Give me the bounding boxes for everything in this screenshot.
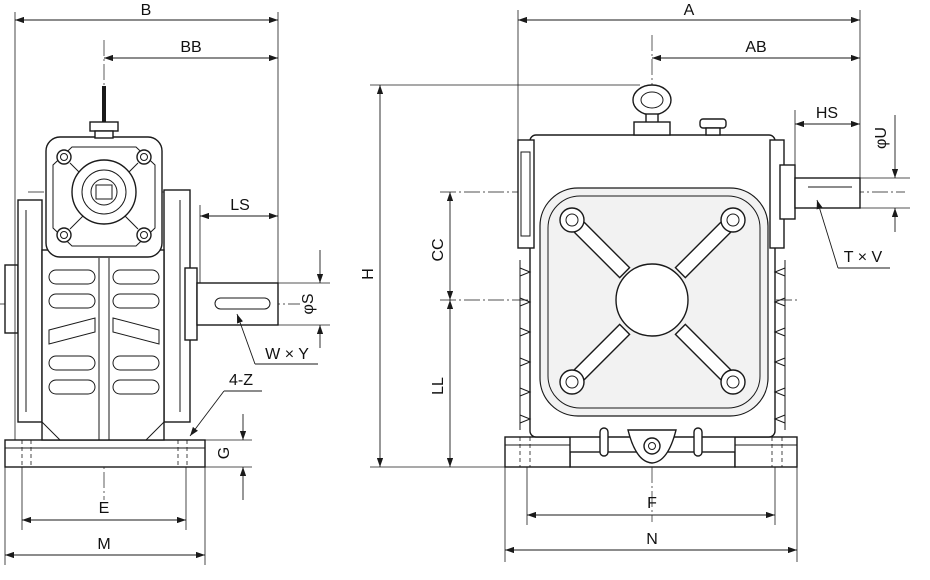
side-output-shaft bbox=[184, 267, 279, 341]
front-slot-right bbox=[693, 427, 703, 457]
front-shaft-boss bbox=[779, 164, 796, 220]
dim-AB-label: AB bbox=[745, 39, 766, 56]
dim-G-label: G bbox=[216, 447, 233, 459]
front-housing bbox=[517, 134, 796, 464]
shaft-keyway bbox=[214, 297, 271, 310]
front-view: A AB HS φU T × V H CC LL F N bbox=[360, 2, 910, 562]
side-bolt-holes bbox=[56, 149, 152, 243]
dim-N-label: N bbox=[646, 531, 658, 548]
side-left-flange bbox=[17, 199, 43, 423]
side-view: B BB LS φS W × Y 4-Z G E M bbox=[0, 2, 330, 565]
side-eye-bolt bbox=[89, 86, 119, 139]
front-worm-cap-left bbox=[517, 139, 535, 249]
front-dimensions: A AB HS φU T × V H CC LL F N bbox=[360, 2, 899, 554]
side-housing-body bbox=[4, 189, 191, 441]
dim-WxY-label: W × Y bbox=[265, 346, 309, 363]
side-boss bbox=[71, 159, 137, 225]
dim-F-label: F bbox=[647, 495, 657, 512]
dim-A-label: A bbox=[684, 2, 695, 19]
side-end-cover bbox=[4, 264, 19, 334]
side-finned-body bbox=[41, 249, 165, 441]
dim-LL-label: LL bbox=[430, 377, 447, 395]
front-extension-lines bbox=[370, 10, 910, 562]
front-base-pad-right bbox=[734, 436, 798, 468]
dim-M-label: M bbox=[97, 536, 110, 553]
dim-phiU-label: φU bbox=[873, 127, 890, 149]
dim-CC-label: CC bbox=[430, 238, 447, 261]
front-center-bore bbox=[615, 263, 689, 337]
front-side-fins bbox=[519, 260, 786, 430]
front-input-shaft bbox=[794, 177, 861, 209]
dim-phiS-label: φS bbox=[300, 293, 317, 314]
front-cover-ribs bbox=[573, 221, 732, 381]
dim-B-label: B bbox=[141, 2, 152, 19]
dim-HS-label: HS bbox=[816, 105, 838, 122]
dim-TxV-leader bbox=[816, 199, 839, 269]
dim-TxV-label: T × V bbox=[844, 249, 883, 266]
dim-WxY-leader bbox=[236, 313, 256, 365]
dim-H-label: H bbox=[360, 268, 377, 280]
dim-4Z-leader bbox=[189, 390, 225, 437]
front-cover-bolts bbox=[559, 207, 746, 395]
front-base-pad-left bbox=[504, 436, 571, 468]
dim-4Z-label: 4-Z bbox=[229, 372, 253, 389]
front-slot-left bbox=[599, 427, 609, 457]
side-top-housing bbox=[45, 136, 163, 258]
front-vent-plug bbox=[699, 118, 727, 136]
dim-LS-label: LS bbox=[230, 197, 250, 214]
side-base-plate bbox=[4, 439, 206, 468]
side-extension-lines bbox=[4, 12, 330, 565]
side-dimensions: B BB LS φS W × Y 4-Z G E M bbox=[5, 2, 324, 559]
front-eye-bolt bbox=[632, 84, 672, 136]
dim-BB-label: BB bbox=[180, 39, 201, 56]
cooling-fins bbox=[48, 269, 160, 395]
dim-E-label: E bbox=[99, 500, 110, 517]
